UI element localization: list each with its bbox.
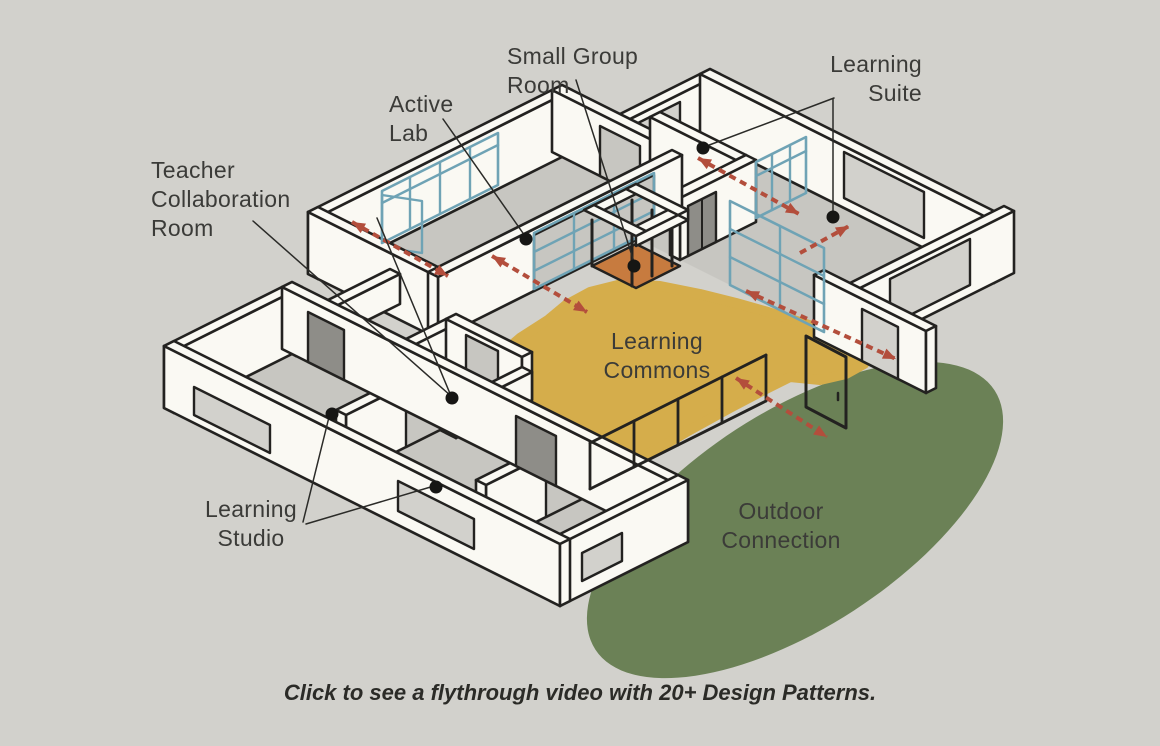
label-learning-suite: Learning Suite [830, 51, 922, 106]
building-walls [162, 67, 1016, 608]
label-anchor-dot [519, 232, 533, 246]
leader-lines [252, 79, 835, 525]
label-anchor-dot [325, 407, 339, 421]
outdoor-connection-area [586, 361, 1004, 679]
label-anchor-dot [696, 141, 710, 155]
glass-wall [380, 131, 500, 245]
label-outdoor-connection: Outdoor Connection [721, 498, 841, 553]
label-anchor-dot [429, 480, 443, 494]
glass-wall [754, 135, 808, 220]
glass-wall [728, 199, 826, 334]
label-dots [325, 141, 840, 494]
label-learning-commons: Learning Commons [603, 328, 711, 383]
flow-arrows [351, 156, 897, 439]
commons-colonnade [588, 353, 768, 491]
label-teacher-collaboration-room: Teacher Collaboration Room [151, 157, 291, 241]
label-learning-studio: Learning Studio [205, 496, 297, 551]
label-active-lab: Active Lab [389, 91, 454, 146]
label-anchor-dot [826, 210, 840, 224]
label-small-group-room: Small Group Room [507, 43, 639, 98]
caption-flythrough-link[interactable]: Click to see a flythrough video with 20+… [283, 680, 877, 705]
label-anchor-dot [445, 391, 459, 405]
open-glass-door [804, 334, 848, 430]
label-anchor-dot [627, 259, 641, 273]
